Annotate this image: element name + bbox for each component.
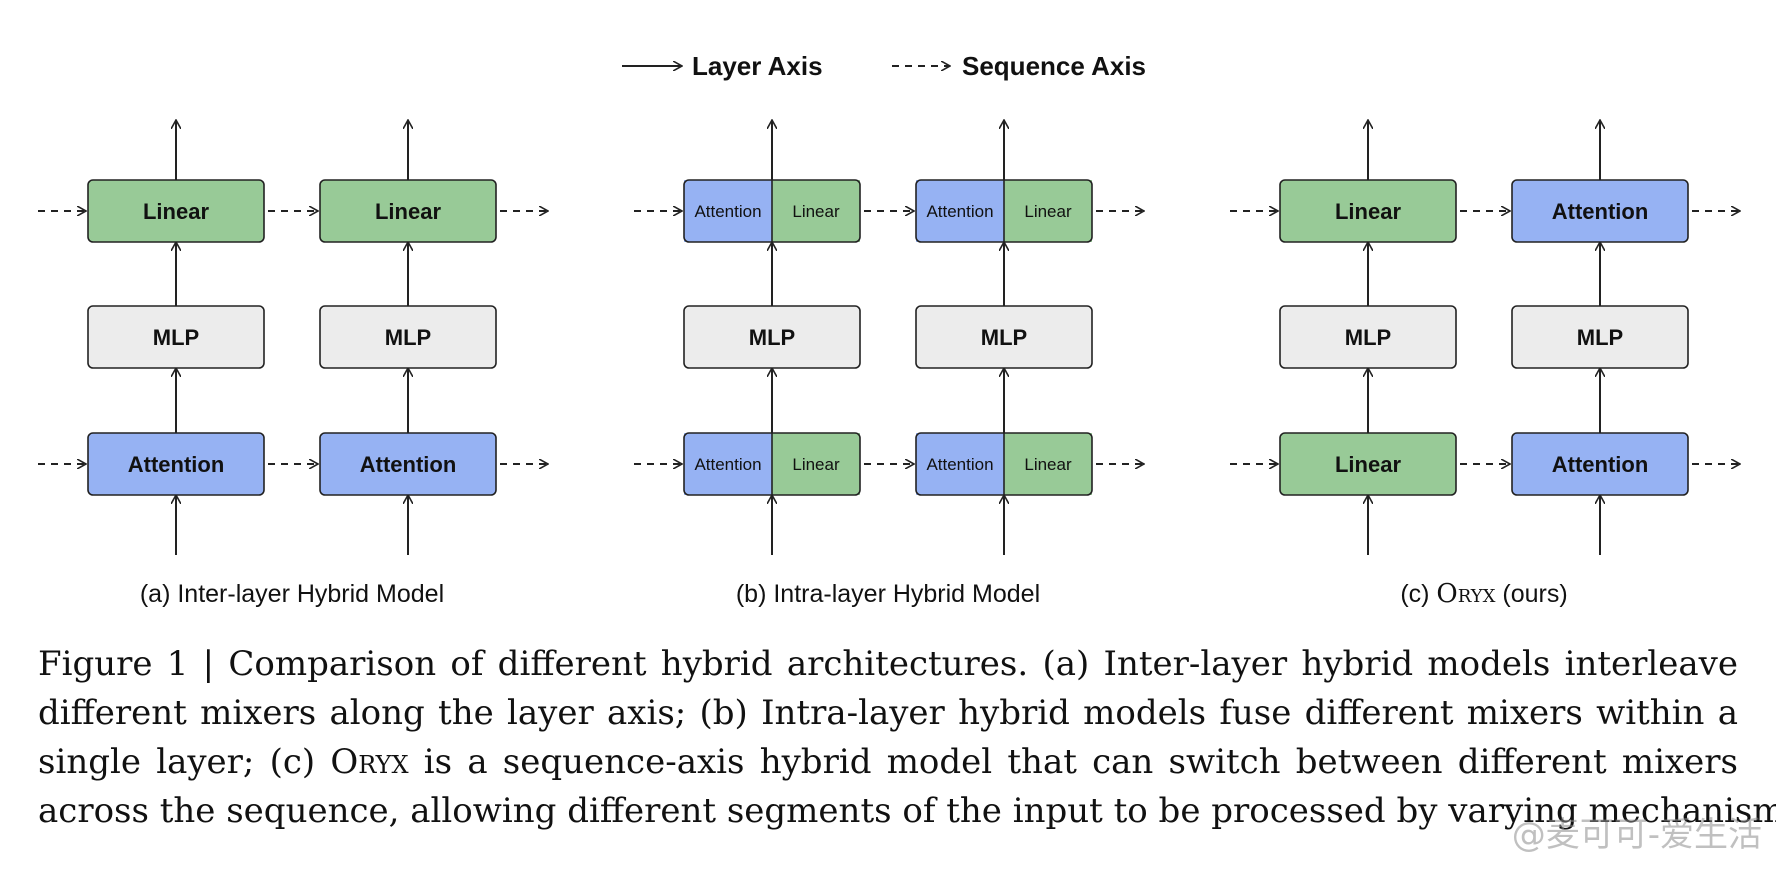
- mlp-block: [87, 305, 265, 369]
- linear-block-label: Linear: [1024, 202, 1072, 221]
- linear-block-label: Linear: [375, 199, 441, 224]
- attention-block-label: Attention: [694, 455, 761, 474]
- linear-block-label: Linear: [143, 199, 209, 224]
- block-outline: [915, 432, 1093, 496]
- panels: LinearMLPAttentionLinearMLPAttention(a) …: [38, 120, 1740, 609]
- mlp-block-label: MLP: [1345, 325, 1391, 350]
- attention-block-label: Attention: [926, 455, 993, 474]
- legend-sequence-axis-label: Sequence Axis: [962, 51, 1146, 81]
- block-outline: [1279, 179, 1457, 243]
- block-outline: [87, 179, 265, 243]
- linear-block-label: Linear: [1335, 452, 1401, 477]
- block-outline: [1511, 432, 1689, 496]
- legend-layer-axis-label: Layer Axis: [692, 51, 823, 81]
- mlp-block-label: MLP: [749, 325, 795, 350]
- mlp-block-label: MLP: [153, 325, 199, 350]
- mlp-block: [915, 305, 1093, 369]
- mlp-block: [319, 305, 497, 369]
- hybrid-architecture-diagram: Layer Axis Sequence Axis LinearMLPAttent…: [38, 51, 1776, 609]
- attention-block: [684, 433, 772, 495]
- attention-block-label: Attention: [694, 202, 761, 221]
- linear-block: [88, 180, 264, 242]
- caption-line-3-end: is a sequence-axis hybrid model that can…: [408, 742, 1738, 782]
- block-outline: [1279, 432, 1457, 496]
- attention-block-label: Attention: [360, 452, 457, 477]
- linear-block: [1004, 180, 1092, 242]
- attention-block-label: Attention: [926, 202, 993, 221]
- attention-block-label: Attention: [128, 452, 225, 477]
- linear-block-label: Linear: [1024, 455, 1072, 474]
- legend: Layer Axis Sequence Axis: [622, 51, 1146, 81]
- attention-block: [88, 433, 264, 495]
- attention-block: [684, 180, 772, 242]
- attention-block: [916, 433, 1004, 495]
- caption-model-name: Oryx: [330, 742, 409, 782]
- caption-line-1: Figure 1 | Comparison of different hybri…: [38, 644, 1738, 684]
- linear-block: [1004, 433, 1092, 495]
- linear-block: [1280, 180, 1456, 242]
- caption-line-2: different mixers along the layer axis; (…: [38, 693, 1738, 733]
- mlp-block-label: MLP: [385, 325, 431, 350]
- mlp-block: [683, 305, 861, 369]
- mlp-block-label: MLP: [1577, 325, 1623, 350]
- linear-block-label: Linear: [1335, 199, 1401, 224]
- linear-block-label: Linear: [792, 455, 840, 474]
- linear-block: [772, 433, 860, 495]
- linear-block: [1280, 433, 1456, 495]
- attention-block-label: Attention: [1552, 199, 1649, 224]
- block-outline: [683, 179, 861, 243]
- attention-block: [1512, 433, 1688, 495]
- block-outline: [915, 179, 1093, 243]
- mlp-block: [1511, 305, 1689, 369]
- attention-block: [916, 180, 1004, 242]
- panel-caption: (c) Oryx (ours): [1400, 579, 1567, 609]
- panel-caption: (b) Intra-layer Hybrid Model: [736, 580, 1040, 608]
- watermark: @麦可可-爱生活: [1511, 815, 1762, 855]
- block-outline: [683, 432, 861, 496]
- linear-block: [320, 180, 496, 242]
- caption-line-3: single layer; (c) Oryx is a sequence-axi…: [38, 738, 1738, 787]
- block-outline: [319, 179, 497, 243]
- mlp-block: [1279, 305, 1457, 369]
- caption-line-4: across the sequence, allowing different …: [38, 791, 1776, 831]
- figure-caption: Figure 1 | Comparison of different hybri…: [38, 640, 1776, 836]
- panel-caption: (a) Inter-layer Hybrid Model: [140, 580, 444, 608]
- block-outline: [319, 432, 497, 496]
- block-outline: [1511, 179, 1689, 243]
- attention-block: [320, 433, 496, 495]
- attention-block: [1512, 180, 1688, 242]
- linear-block-label: Linear: [792, 202, 840, 221]
- caption-line-3-start: single layer; (c): [38, 742, 331, 782]
- attention-block-label: Attention: [1552, 452, 1649, 477]
- block-outline: [87, 432, 265, 496]
- mlp-block-label: MLP: [981, 325, 1027, 350]
- linear-block: [772, 180, 860, 242]
